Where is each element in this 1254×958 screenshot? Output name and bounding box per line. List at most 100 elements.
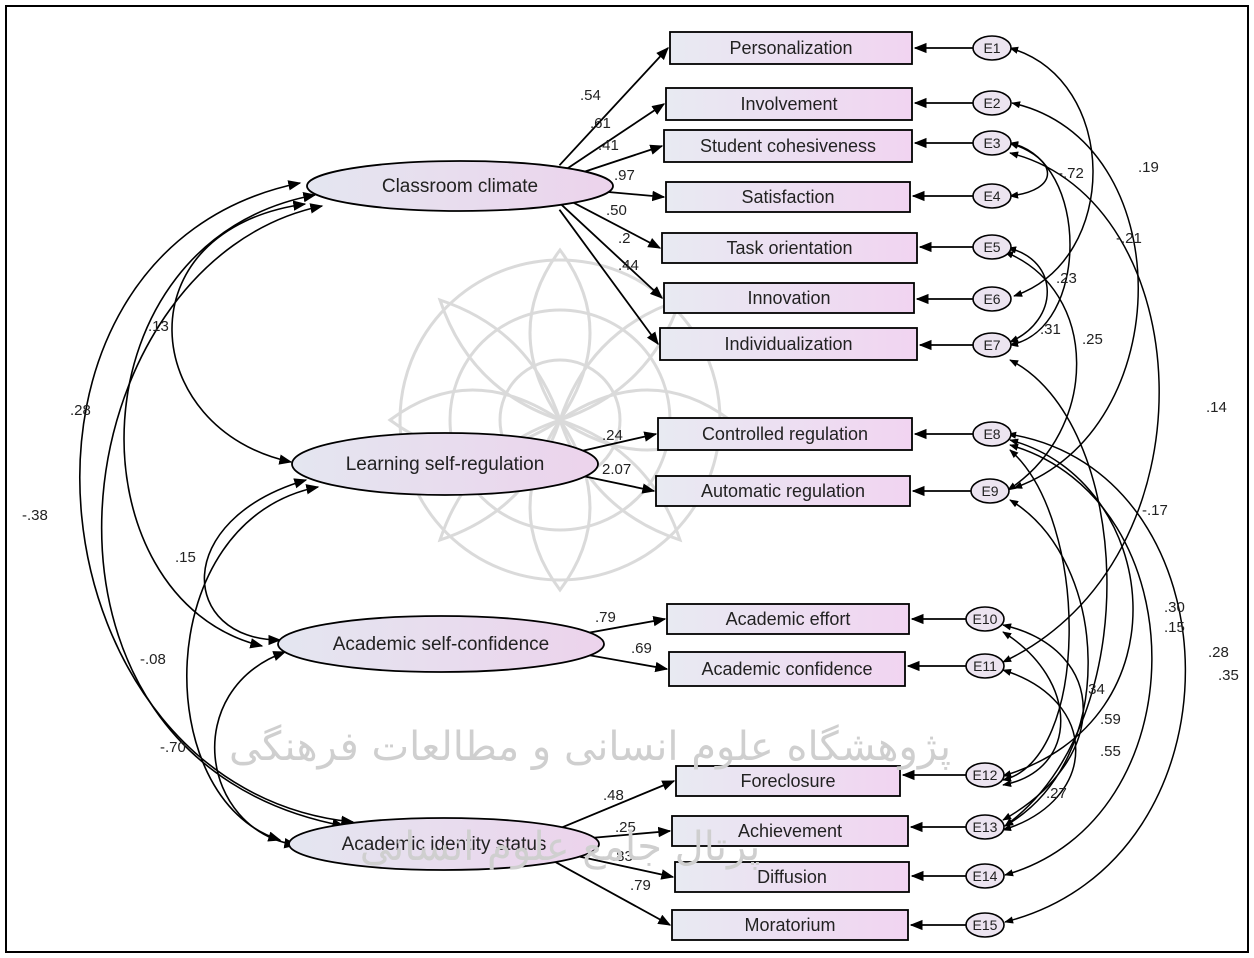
observed-personalization [669,31,913,65]
lat-corr-selfreg-identity [186,484,320,842]
error-e13 [965,814,1005,840]
error-e3 [972,130,1012,156]
diagram-paths [79,42,1187,931]
error-e6 [972,286,1012,312]
observed-automatic [655,475,911,507]
error-corr-curve-5 [1002,151,1160,663]
observed-achievement [671,815,909,847]
observed-innovation [663,282,915,314]
error-corr-curve-9 [1002,438,1134,778]
error-e7 [972,332,1012,358]
error-label-e3: E3 [983,135,1000,151]
error-corr-coef-10: .15 [1164,619,1185,636]
loading-coef-13: .25 [615,819,636,836]
error-corr-curve-2 [1011,101,1139,489]
observed-moratorium [671,909,909,941]
latent-label-classroom: Classroom climate [382,176,538,197]
error-corr-coef-13: .34 [1084,681,1105,698]
error-corr-coef-7: .14 [1206,399,1227,416]
observed-label-achievement: Achievement [738,821,842,841]
loading-arrow-personalization [558,47,669,166]
error-label-e15: E15 [973,917,998,933]
error-corr-curve-12 [1004,499,1089,827]
latent-label-selfconf: Academic self-confidence [333,634,550,655]
error-corr-curve-13 [1002,623,1084,821]
error-label-e5: E5 [983,239,1000,255]
loading-coef-5: .50 [606,202,627,219]
loading-coef-3: .41 [598,137,619,154]
latent-identity [288,817,600,871]
error-e2 [972,90,1012,116]
observed-label-moratorium: Moratorium [744,915,835,935]
observed-label-automatic: Automatic regulation [701,481,865,501]
lat-corr-selfreg-selfconf [203,478,308,646]
error-corr-curve-1 [1009,46,1094,297]
error-corr-coef-5: .31 [1040,321,1061,338]
lat-corr-classroom-selfreg [171,200,307,465]
loading-coef-12: .48 [603,787,624,804]
figure-border [5,5,1249,953]
observed-diffusion [674,861,910,893]
loading-coef-2: .61 [590,115,611,132]
latent-corr-coef-3: .15 [175,549,196,566]
lat-corr-selfconf-identity [213,651,298,849]
observed-involvement [665,87,913,121]
latent-corr-coef-5: -.70 [160,739,186,756]
loading-arrow-moratorium [544,855,672,926]
loading-coef-15: .79 [630,877,651,894]
error-corr-coef-9: .30 [1164,599,1185,616]
observed-controlled [657,417,913,451]
observed-label-task: Task orientation [726,238,852,258]
error-corr-coef-8: -.17 [1142,502,1168,519]
error-e1 [972,35,1012,61]
observed-foreclosure [675,765,901,797]
error-corr-coef-16: .27 [1046,785,1067,802]
error-corr-curve-10 [1004,443,1153,877]
loading-coef-11: .69 [631,640,652,657]
observed-task [661,232,918,264]
error-corr-curve-11 [1004,431,1187,924]
loading-arrow-innovation [558,202,663,299]
error-corr-curve-6 [1007,246,1048,343]
observed-label-innovation: Innovation [747,288,830,308]
error-corr-curve-14 [1002,631,1062,787]
observed-label-foreclosure: Foreclosure [740,771,835,791]
error-e14 [965,863,1005,889]
error-label-e9: E9 [981,483,998,499]
error-corr-coef-6: .25 [1082,331,1103,348]
lat-corr-classroom-identity-outer [79,180,355,827]
error-corr-curve-8 [1004,359,1108,827]
error-label-e13: E13 [973,819,998,835]
error-corr-curve-4 [1009,142,1049,199]
loading-coef-6: .2 [618,230,631,247]
loading-coef-1: .54 [580,87,601,104]
observed-label-effort: Academic effort [726,609,851,629]
error-corr-coef-14: .59 [1100,711,1121,728]
error-e8 [972,421,1012,447]
observed-effort [666,603,910,635]
error-corr-coef-15: .55 [1100,743,1121,760]
error-label-e12: E12 [973,767,998,783]
loading-coef-14: .83 [612,848,633,865]
error-corr-coef-12: .35 [1218,667,1239,684]
loading-arrow-foreclosure [544,780,676,836]
error-label-e11: E11 [973,658,997,674]
latent-label-selfreg: Learning self-regulation [346,454,545,475]
latent-selfreg [291,432,599,496]
latent-selfconf [277,615,605,673]
error-e12 [965,762,1005,788]
error-corr-coef-11: .28 [1208,644,1229,661]
loading-coef-4: .97 [614,167,635,184]
observed-label-personalization: Personalization [729,38,852,58]
observed-satisfaction [665,181,911,213]
diagram-labels: .54.61.41.97.50.2.44.242.07.79.69.48.25.… [22,87,1239,894]
error-e5 [972,234,1012,260]
error-corr-coef-4: .23 [1056,270,1077,287]
loading-coef-8: .24 [602,427,623,444]
error-corr-coef-2: .19 [1138,159,1159,176]
latent-corr-coef-6: -.38 [22,507,48,524]
error-label-e2: E2 [983,95,1000,111]
error-corr-coef-3: -.21 [1116,230,1142,247]
error-corr-curve-15 [1002,668,1077,832]
